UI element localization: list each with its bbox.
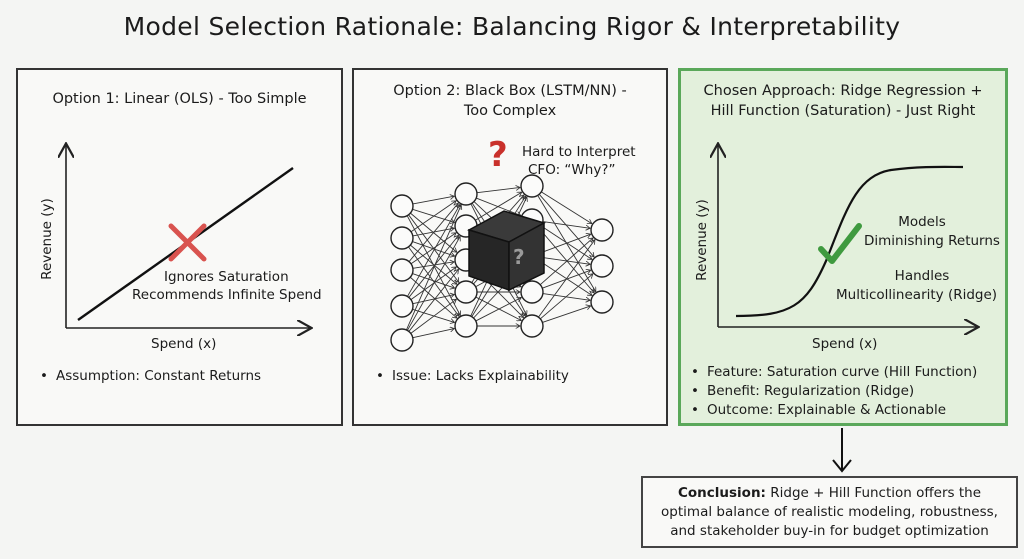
network-edge — [406, 205, 461, 331]
red-x-icon — [168, 223, 207, 262]
network-node — [390, 294, 414, 318]
bullet-item: •Benefit: Regularization (Ridge) — [691, 383, 915, 399]
conclusion-box: Conclusion: Ridge + Hill Function offers… — [641, 476, 1018, 548]
saturation-curve — [735, 165, 964, 318]
box-question-mark: ? — [513, 245, 525, 269]
network-edge — [476, 197, 521, 216]
option1-panel: Option 1: Linear (OLS) - Too Simple Reve… — [16, 68, 343, 426]
hill-function-chart — [681, 71, 1011, 429]
network-node — [390, 328, 414, 352]
option2-title-line2: Too Complex — [463, 103, 557, 119]
x-axis-label: Spend (x) — [812, 336, 878, 352]
option2-title-line1: Option 2: Black Box (LSTM/NN) - — [393, 83, 627, 99]
network-edge — [412, 295, 455, 305]
neural-network-diagram — [390, 174, 614, 352]
network-edge — [407, 204, 460, 297]
network-node — [590, 290, 614, 314]
network-edge — [476, 187, 520, 194]
conclusion-line2: optimal balance of realistic modeling, r… — [661, 504, 998, 520]
x-axis-label: Spend (x) — [151, 336, 217, 352]
annotation-line2: CFO: “Why?” — [528, 162, 616, 178]
network-edge — [406, 236, 460, 331]
annotation-line1: Hard to Interpret — [522, 144, 636, 160]
conclusion-line3: and stakeholder buy-in for budget optimi… — [670, 523, 989, 539]
bullet-item: •Feature: Saturation curve (Hill Functio… — [691, 364, 978, 380]
network-node — [454, 314, 478, 338]
network-edge — [541, 191, 592, 224]
chosen-approach-panel: Chosen Approach: Ridge Regression + Hill… — [678, 68, 1008, 426]
bullet-item: •Outcome: Explainable & Actionable — [691, 402, 947, 418]
bullet-item: •Issue: Lacks Explainability — [376, 368, 569, 384]
annotation-line2: Recommends Infinite Spend — [132, 287, 322, 303]
network-node — [390, 194, 414, 218]
network-edge — [408, 246, 458, 316]
network-node — [590, 218, 614, 242]
network-edge — [542, 234, 590, 253]
network-edge — [475, 297, 522, 322]
network-edge — [475, 192, 521, 221]
question-mark-icon: ? — [488, 135, 508, 175]
y-axis-label: Revenue (y) — [39, 198, 55, 280]
network-edge — [540, 274, 593, 320]
annotation2-line2: Multicollinearity (Ridge) — [836, 287, 998, 303]
conclusion-text: Ridge + Hill Function offers the — [770, 485, 982, 501]
network-node — [520, 280, 544, 304]
network-node — [390, 258, 414, 282]
network-edge — [409, 276, 457, 318]
annotation-line1: Ignores Saturation — [164, 269, 289, 285]
network-edge — [410, 299, 457, 334]
page-title: Model Selection Rationale: Balancing Rig… — [123, 12, 901, 41]
bullet-item: •Assumption: Constant Returns — [40, 368, 262, 384]
option2-panel: Option 2: Black Box (LSTM/NN) - Too Comp… — [352, 68, 668, 426]
network-node — [520, 314, 544, 338]
network-edge — [412, 196, 454, 205]
network-node — [454, 182, 478, 206]
linear-chart — [18, 70, 345, 428]
conclusion-label: Conclusion: — [677, 485, 766, 501]
network-edge — [408, 235, 459, 298]
network-edge — [412, 329, 455, 339]
network-edge — [410, 201, 456, 233]
chosen-title-line1: Chosen Approach: Ridge Regression + — [703, 83, 983, 99]
network-edge — [542, 221, 590, 229]
network-edge — [542, 306, 590, 323]
green-check-icon — [818, 223, 862, 264]
annotation2-line1: Handles — [894, 268, 950, 284]
network-node — [390, 226, 414, 250]
annotation1-line1: Models — [898, 214, 946, 230]
annotation1-line2: Diminishing Returns — [864, 233, 1000, 249]
black-box-cube-icon — [467, 210, 546, 292]
network-node — [454, 280, 478, 304]
conclusion-line1: Conclusion: Ridge + Hill Function offers… — [643, 484, 1016, 503]
network-node — [590, 254, 614, 278]
network-edge — [539, 238, 593, 286]
network-edge — [408, 203, 458, 262]
network-edge — [538, 240, 594, 318]
chosen-title-line2: Hill Function (Saturation) - Just Right — [710, 103, 976, 119]
y-axis-label: Revenue (y) — [694, 199, 710, 281]
network-edge — [412, 262, 454, 269]
network-edge — [408, 269, 459, 332]
option1-title: Option 1: Linear (OLS) - Too Simple — [52, 91, 307, 107]
network-node — [520, 174, 544, 198]
network-edge — [538, 193, 594, 257]
network-edge — [410, 233, 456, 265]
network-edge — [412, 273, 454, 289]
